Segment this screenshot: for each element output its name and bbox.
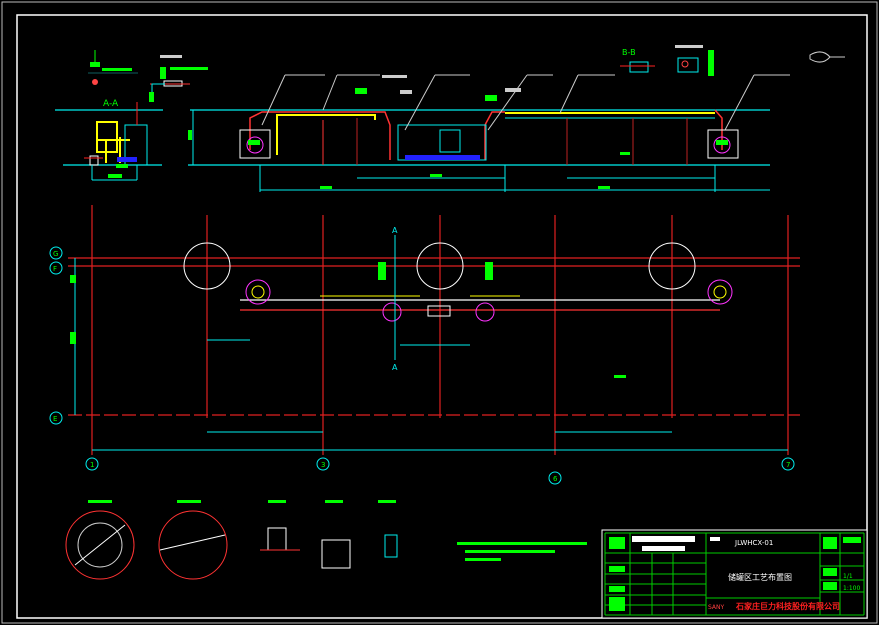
grid-row-bubbles: G F E [49, 246, 63, 425]
section-bb-label: B-B [622, 48, 636, 57]
svg-text:E: E [53, 415, 57, 423]
company-logo: SANY [708, 604, 725, 611]
svg-text:G: G [53, 250, 58, 258]
svg-text:F: F [53, 265, 57, 273]
plan-view: A A G F E 1 3 6 7 [49, 205, 800, 485]
section-aa-label: A-A [103, 99, 119, 109]
detail-views [65, 500, 587, 580]
drawing-number: JLWHCX-01 [734, 539, 773, 547]
drawing-title: 储罐区工艺布置图 [728, 572, 792, 582]
section-bb-view: B-B [620, 45, 845, 76]
sheet-value: 1/1 [843, 573, 853, 580]
tank-2 [416, 242, 464, 290]
title-block: JLWHCX-01 储罐区工艺布置图 1:100 1/1 SANY 石家庄巨力科… [601, 529, 868, 619]
scale-value: 1:100 [843, 585, 860, 592]
svg-text:7: 7 [786, 461, 790, 469]
drawing-frame [16, 14, 868, 619]
svg-text:6: 6 [553, 475, 558, 483]
svg-text:1: 1 [90, 461, 94, 469]
company-name: 石家庄巨力科技股份有限公司 [735, 601, 840, 611]
tank-1 [183, 242, 231, 290]
section-aa-view: A-A [55, 50, 208, 181]
section-mark-a-bottom: A [392, 363, 398, 372]
elevation-view [188, 74, 790, 192]
section-mark-a-top: A [392, 226, 398, 235]
svg-text:3: 3 [321, 461, 325, 469]
grid-col-bubbles: 1 3 6 7 [85, 457, 795, 485]
tank-3 [648, 242, 696, 290]
